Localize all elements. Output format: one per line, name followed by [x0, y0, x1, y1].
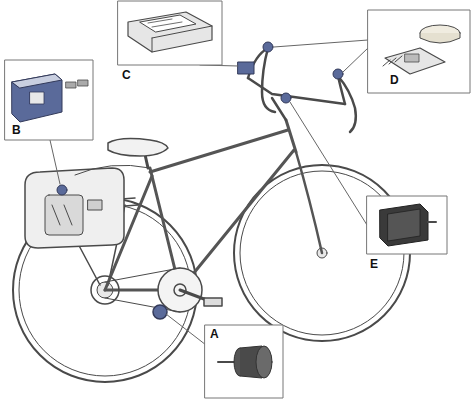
pannier-bag [25, 165, 150, 248]
drivetrain [91, 268, 222, 319]
callout-letter: C [122, 69, 131, 81]
inset-switch [367, 196, 447, 254]
frame [105, 120, 322, 290]
callout-letter: D [390, 74, 399, 86]
inset-motor [205, 325, 283, 398]
saddle [108, 139, 168, 168]
handlebar [238, 42, 356, 132]
callout-letter: E [370, 258, 378, 270]
inset-sensor [368, 10, 470, 93]
callout-letter: B [12, 124, 21, 136]
callout-letter: A [210, 328, 219, 340]
inset-display [118, 1, 222, 65]
inset-battery [5, 60, 93, 140]
leader-lines [50, 40, 368, 345]
